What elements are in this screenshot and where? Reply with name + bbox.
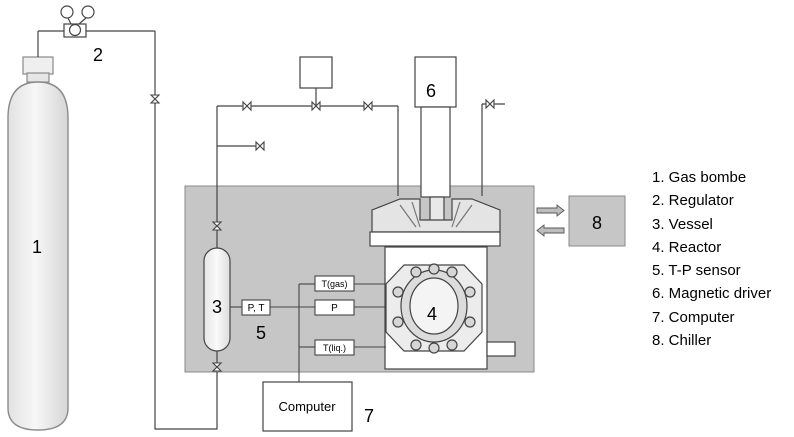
computer-label: Computer [278, 399, 336, 414]
legend-item-regulator: 2. Regulator [652, 192, 734, 210]
legend-item-chiller: 8. Chiller [652, 332, 712, 350]
sensor-wiring [230, 283, 386, 382]
sensor-label-t-gas: T(gas) [321, 279, 347, 289]
legend-item-tp-sensor: 5. T-P sensor [652, 262, 741, 280]
computer-box [262, 381, 353, 432]
pressure-gauge-box [299, 56, 333, 89]
number-3: 3 [212, 297, 222, 317]
legend-item-gas-bombe: 1. Gas bombe [652, 169, 747, 186]
number-7: 7 [364, 406, 374, 426]
chiller-box [568, 195, 626, 247]
number-1: 1 [32, 237, 42, 257]
gas-line [154, 31, 218, 430]
sensor-label-vessel-pt: P, T [248, 303, 265, 314]
number-2: 2 [93, 45, 103, 65]
legend-item-magnetic-driver: 6. Magnetic driver [652, 285, 772, 303]
sensor-label-t-liq: T(liq.) [323, 343, 346, 353]
sensor-boxes [241, 275, 355, 356]
legend-item-vessel: 3. Vessel [652, 215, 713, 233]
legend-item-computer: 7. Computer [652, 308, 735, 326]
number-5: 5 [256, 323, 266, 343]
reactor-body [384, 246, 516, 370]
legend: 1. Gas bombe 2. Regulator 3. Vessel 4. R… [652, 166, 771, 352]
regulator [37, 5, 155, 57]
sensor-label-p: P [331, 303, 338, 314]
valves [149, 94, 495, 372]
number-8: 8 [592, 213, 602, 233]
legend-item-reactor: 4. Reactor [652, 238, 722, 256]
number-6: 6 [426, 81, 436, 101]
number-4: 4 [427, 304, 437, 324]
gas-bombe [7, 56, 69, 431]
chiller-arrows [536, 204, 565, 237]
reactor-head [369, 198, 501, 247]
